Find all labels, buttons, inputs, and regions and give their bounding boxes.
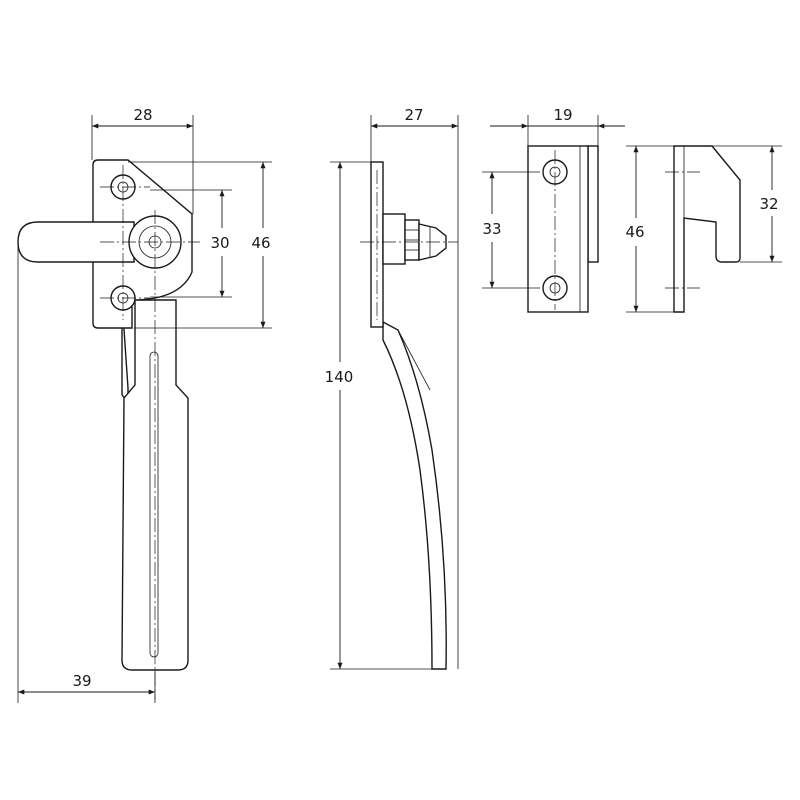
dim-hole-spacing: 30 [210, 234, 229, 252]
dim-overall-length: 140 [325, 368, 354, 386]
keeper-tab [587, 145, 599, 263]
dim-plate-height: 46 [251, 234, 270, 252]
handle-front-view: 28 30 46 39 [17, 106, 272, 703]
dim-keeper-height: 46 [625, 223, 644, 241]
keeper-side-view: 46 32 [625, 145, 782, 313]
grip-slot [149, 351, 159, 658]
dim-hook-height: 32 [759, 195, 778, 213]
dim-handle-reach: 39 [72, 672, 91, 690]
dim-handle-width: 28 [133, 106, 152, 124]
keeper-hook [673, 145, 741, 313]
dim-keeper-width: 19 [553, 106, 572, 124]
dim-side-depth: 27 [404, 106, 423, 124]
keeper-front-view: 19 33 [482, 106, 625, 313]
handle-side-view: 27 140 [325, 106, 459, 670]
lever-arm [17, 221, 135, 263]
boss [382, 213, 406, 265]
dim-keeper-hole-spacing: 33 [482, 220, 501, 238]
curved-lever [382, 320, 447, 670]
